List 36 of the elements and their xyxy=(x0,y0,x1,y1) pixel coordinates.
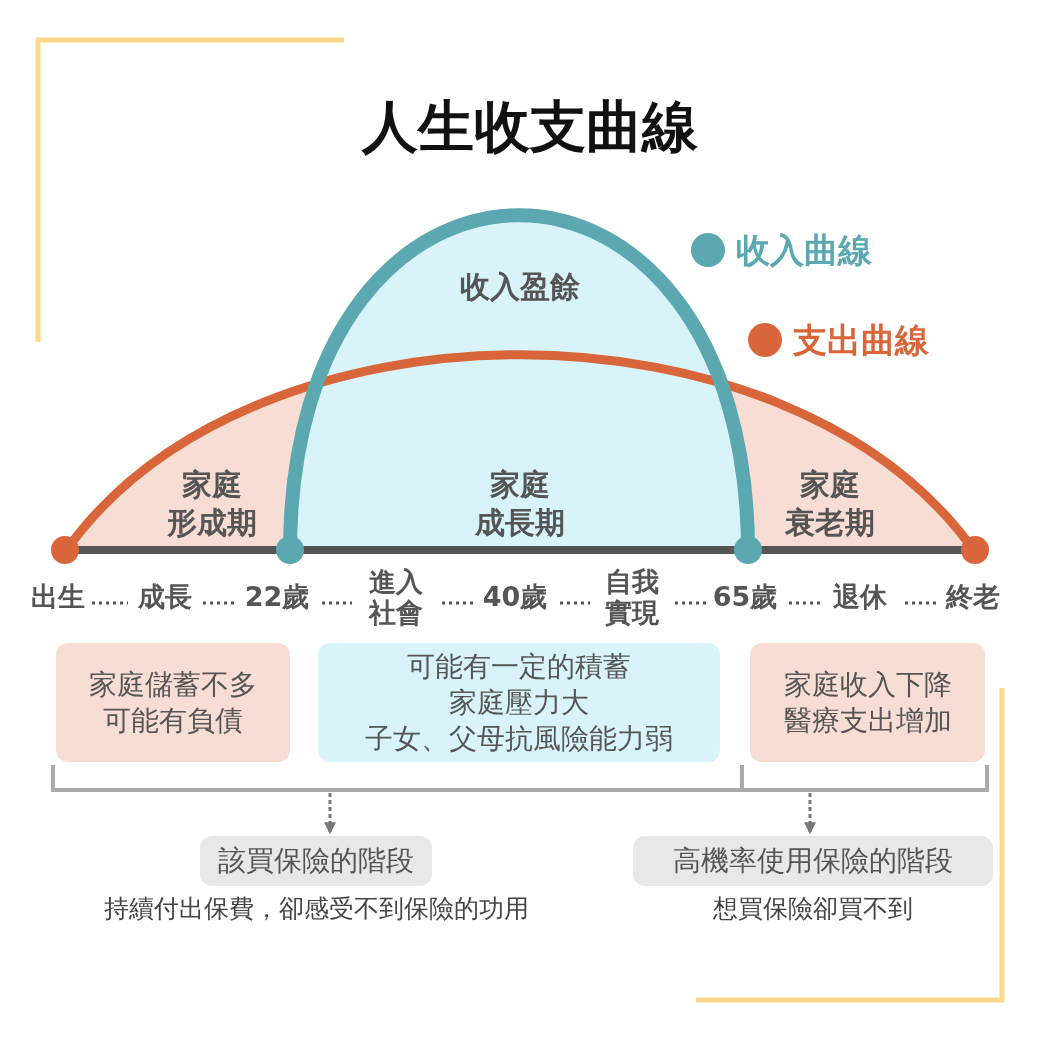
note-box xyxy=(56,643,290,762)
surplus-label: 收入盈餘 xyxy=(460,267,580,306)
note-text: 可能有一定的積蓄 xyxy=(407,648,631,685)
timeline-label: 65歲 xyxy=(712,580,778,614)
legend-label: 收入曲線 xyxy=(736,229,872,272)
note-box xyxy=(318,643,720,762)
stage-label: 形成期 xyxy=(167,503,257,542)
stage-label: 衰老期 xyxy=(785,503,875,542)
note-text: 家庭收入下降 xyxy=(783,666,952,703)
title: 人生收支曲線 xyxy=(362,93,698,161)
timeline-label: 自我實現 xyxy=(604,565,660,629)
note-text: 家庭儲蓄不多 xyxy=(89,666,257,703)
stage-label: 家庭 xyxy=(490,465,550,504)
note-text: 子女、父母抗風險能力弱 xyxy=(365,720,673,757)
dashed-arrow xyxy=(804,793,816,835)
stage-description: 持續付出保費，卻感受不到保險的功用 xyxy=(103,892,529,925)
dashed-arrow xyxy=(324,793,336,835)
note-text: 可能有負債 xyxy=(103,702,243,739)
note-text: 家庭壓力大 xyxy=(449,684,589,721)
bracket xyxy=(51,763,989,792)
timeline-label: 終老 xyxy=(946,580,1000,614)
timeline-label: 22歲 xyxy=(244,580,310,614)
timeline-label: 成長 xyxy=(138,580,192,614)
legend-label: 支出曲線 xyxy=(793,319,929,362)
note-text: 醫療支出增加 xyxy=(783,702,952,739)
note-box xyxy=(750,643,985,762)
timeline-label: 退休 xyxy=(833,580,887,614)
note-text: 高機率使用保險的階段 xyxy=(673,843,953,879)
timeline-label: 進入社會 xyxy=(368,565,424,629)
timeline-label: 出生 xyxy=(31,580,85,614)
timeline-label: 40歲 xyxy=(482,580,548,614)
stage-label: 家庭 xyxy=(182,465,242,504)
note-text: 該買保險的階段 xyxy=(218,843,414,879)
stage-label: 成長期 xyxy=(475,503,565,542)
stage-description: 想買保險卻買不到 xyxy=(713,892,913,925)
stage-label: 家庭 xyxy=(800,465,860,504)
